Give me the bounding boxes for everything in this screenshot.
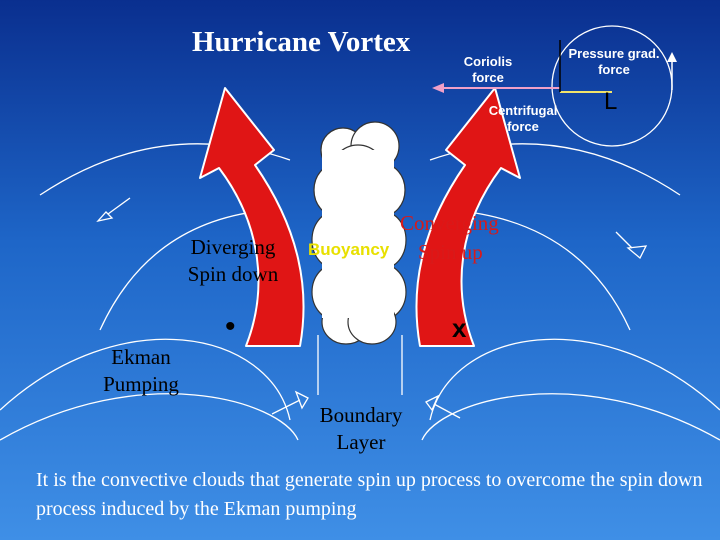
caption-text: It is the convective clouds that generat… (36, 469, 703, 520)
converging-label: Converging (400, 211, 499, 235)
red-arrow-right (415, 87, 521, 347)
low-pressure-symbol: L (604, 88, 618, 115)
pressure-grad-arrowhead (667, 52, 677, 62)
outflow-arrow-right (626, 245, 648, 260)
inflow-arrow-right (425, 394, 440, 412)
pressure-grad-force-label: Pressure grad. force (568, 46, 660, 77)
diagram-title: Hurricane Vortex (192, 26, 411, 58)
coriolis-force-label: Coriolis force (463, 54, 513, 85)
flow-arrows (96, 197, 648, 419)
inflow-streamline-left-lower (0, 393, 299, 441)
ekman-pumping-label: Ekman Pumping (103, 345, 179, 396)
spin-up-label: Spin up (418, 240, 483, 264)
diverging-spin-down-label: Diverging Spin down (187, 235, 279, 286)
into-page-cross-symbol: x (452, 313, 467, 343)
inflow-streamline-right (429, 338, 720, 421)
circulation-line-right (449, 209, 631, 331)
coriolis-arrowhead (432, 83, 444, 93)
circulation-line-left (99, 209, 271, 331)
inflow-streamline-left (0, 338, 291, 421)
out-of-page-dot-symbol: • (225, 310, 236, 343)
inflow-streamline-right-lower (421, 393, 720, 441)
pressure-circle (551, 25, 673, 147)
boundary-layer-label: Boundary Layer (319, 403, 403, 454)
red-arrow-left (199, 87, 305, 347)
centrifugal-force-label: Centrifugal force (488, 103, 558, 134)
outflow-arrow-left (96, 211, 114, 223)
buoyancy-label: Buoyancy (308, 240, 390, 259)
cloud-core (322, 150, 394, 318)
